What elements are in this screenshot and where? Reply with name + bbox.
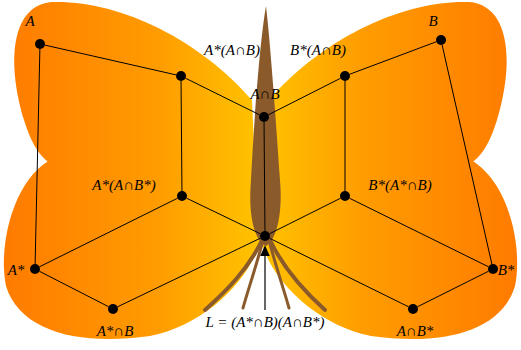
- lattice-edge: [39, 271, 108, 306]
- lattice-vertex: A: [35, 39, 45, 49]
- vertex-label: A∩B: [250, 86, 279, 102]
- lattice-edge: [349, 198, 488, 267]
- vertex-label: A*(A∩B*): [92, 177, 155, 193]
- lattice-vertex: L = (A*∩B)(A∩B*): [260, 231, 270, 241]
- lattice-vertex: A*: [30, 264, 40, 274]
- vertex-label: A: [25, 13, 34, 29]
- vertex-label: L = (A*∩B)(A∩B*): [206, 314, 325, 330]
- lattice-vertex: A∩B: [259, 112, 269, 122]
- lattice-vertex: A*∩B: [108, 304, 118, 314]
- lattice-edge: [417, 271, 488, 307]
- vertex-label: B*(A∩B): [290, 42, 346, 58]
- lattice-edge: [350, 42, 437, 74]
- lattice-edge: [185, 78, 259, 115]
- vertex-label: A∩B*: [397, 323, 434, 339]
- lattice-vertex: A∩B*: [408, 304, 418, 314]
- vertex-label: B: [428, 13, 437, 29]
- lattice-edge: [269, 238, 408, 307]
- lattice-edge: [264, 122, 266, 231]
- vertex-label: B*(A*∩B): [368, 177, 431, 193]
- lattice-edge: [345, 81, 346, 191]
- lattice-edge: [442, 45, 492, 264]
- lattice-vertex: B: [436, 35, 446, 45]
- lattice-vertex: B*(A∩B): [340, 71, 350, 81]
- lattice-edge: [45, 45, 176, 75]
- lattice-edge: [187, 198, 261, 234]
- lattice-edge: [35, 49, 40, 264]
- lattice-vertex: B*: [488, 264, 498, 274]
- vertex-label: A*(A∩B): [204, 42, 260, 58]
- lattice-vertex: B*(A*∩B): [340, 191, 350, 201]
- lattice-vertex: A*(A∩B*): [177, 191, 187, 201]
- right-wings: [261, 2, 517, 339]
- lattice-edge: [39, 198, 177, 267]
- lattice-edge: [181, 81, 183, 191]
- vertex-label: A*∩B: [97, 323, 134, 339]
- label-leader: [264, 250, 265, 310]
- left-wings: [4, 2, 260, 339]
- lattice-edge: [269, 198, 340, 234]
- vertex-label: B*: [498, 262, 515, 278]
- lattice-edge: [118, 238, 261, 307]
- vertex-label: A*: [8, 262, 25, 278]
- lattice-vertex: A*(A∩B): [176, 71, 186, 81]
